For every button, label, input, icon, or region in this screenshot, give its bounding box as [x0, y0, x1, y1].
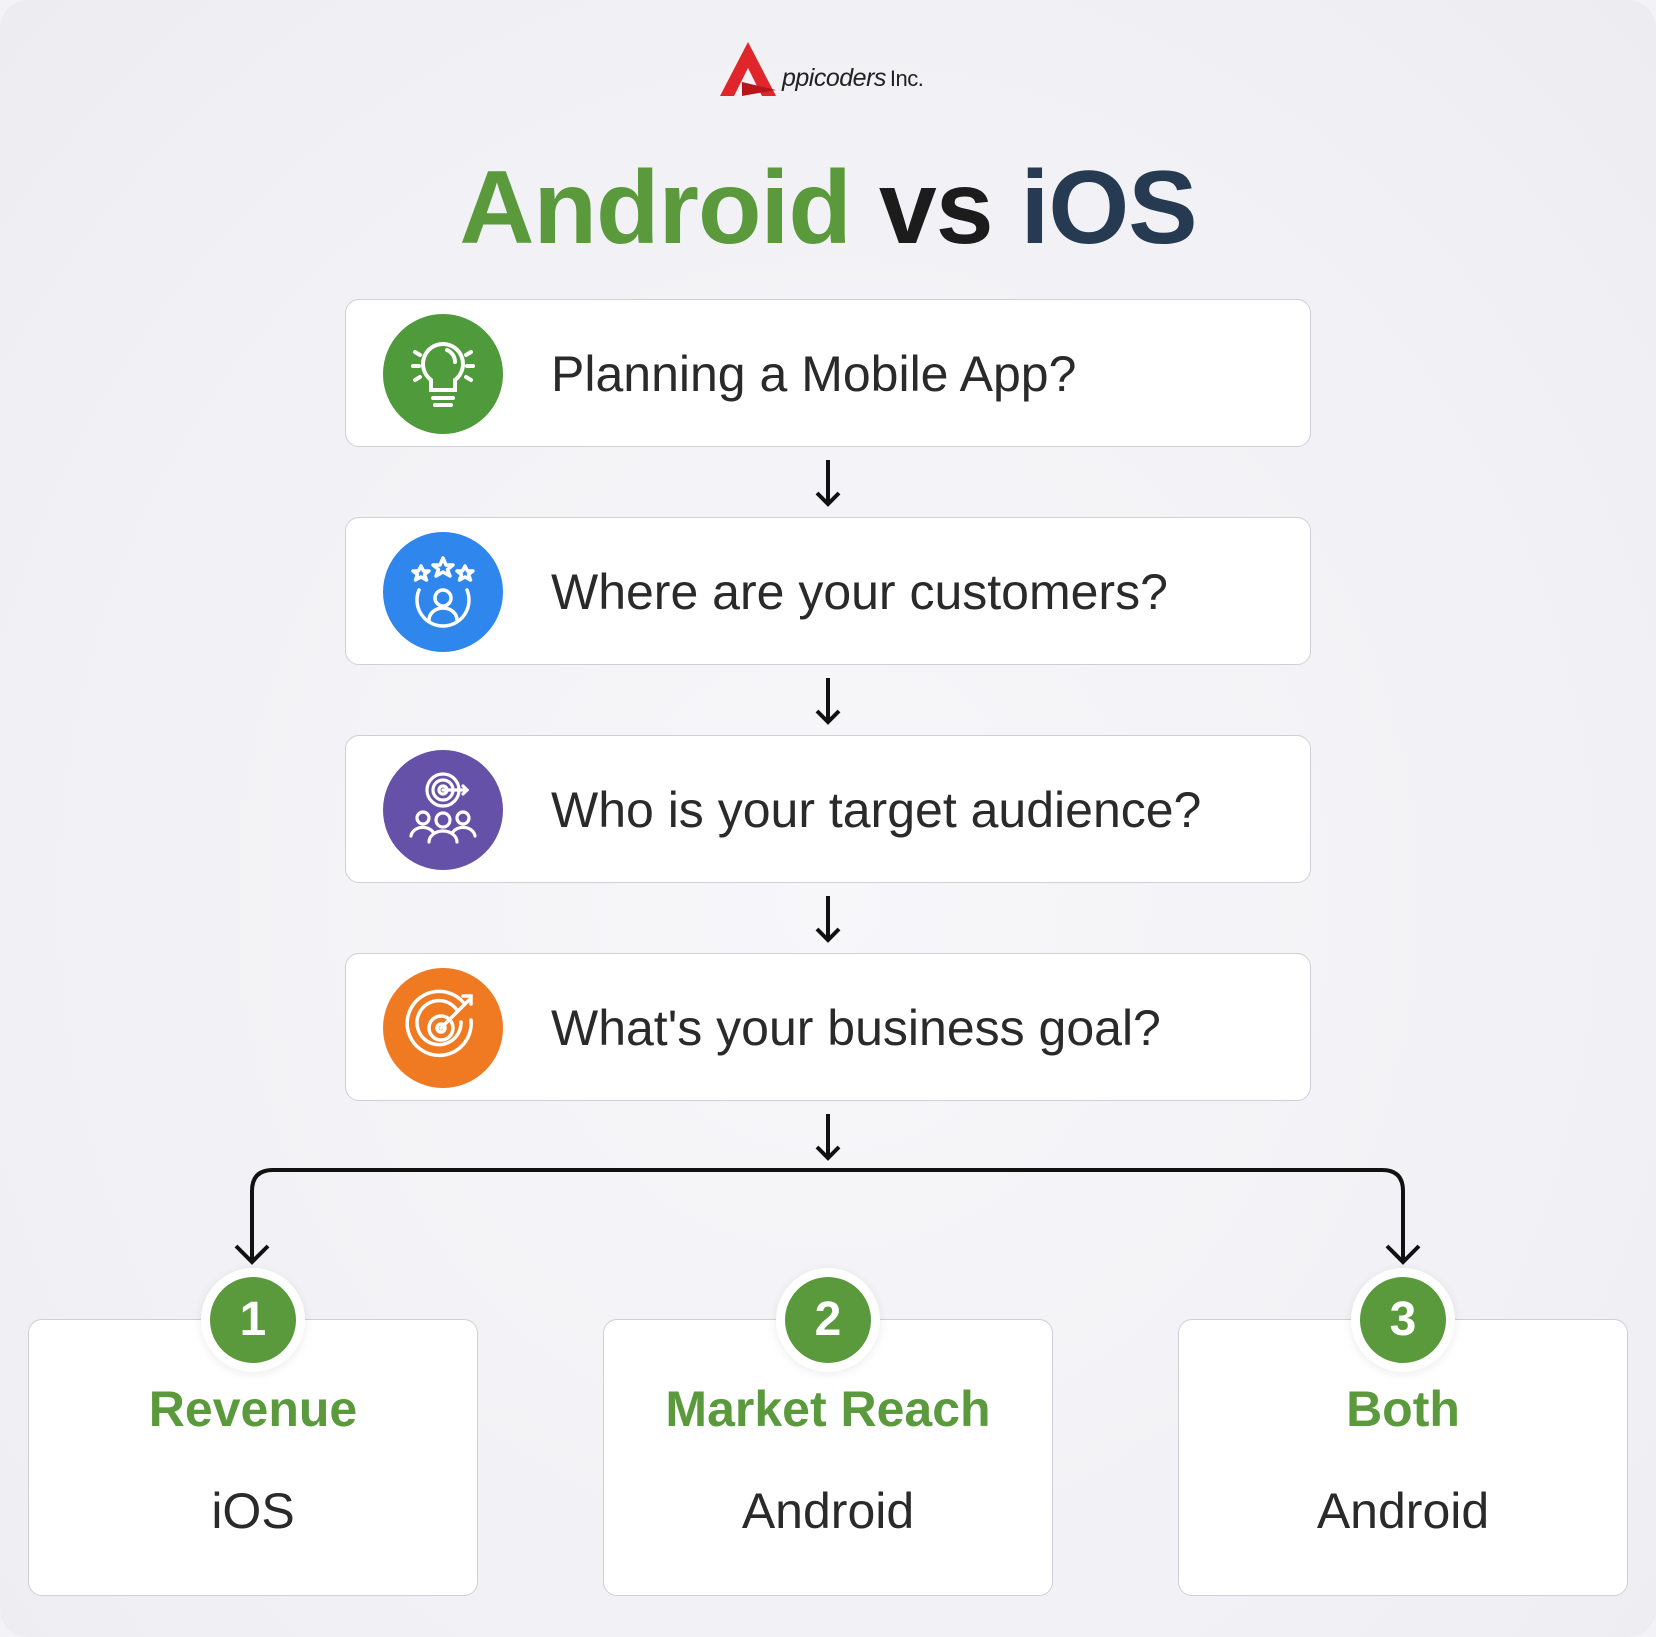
- step-goal: What's your business goal?: [345, 953, 1311, 1101]
- customer-rating-icon: [383, 532, 503, 652]
- outcome-heading: Revenue: [148, 1381, 358, 1437]
- outcome-answer: iOS: [211, 1483, 295, 1539]
- number-badge: 2: [776, 1268, 880, 1372]
- arrow-down-icon: [815, 896, 841, 943]
- goal-target-icon: [383, 968, 503, 1088]
- step-label: Planning a Mobile App?: [551, 346, 1077, 402]
- audience-target-icon: [383, 750, 503, 870]
- page-title: Android vs iOS: [0, 148, 1656, 268]
- outcome-card-market-reach: Market Reach Android: [603, 1319, 1053, 1596]
- step-audience: Who is your target audience?: [345, 735, 1311, 883]
- number-badge: 3: [1351, 1268, 1455, 1372]
- step-label: What's your business goal?: [551, 1000, 1161, 1056]
- step-planning: Planning a Mobile App?: [345, 299, 1311, 447]
- arrow-down-icon: [815, 678, 841, 725]
- badge-number: 3: [1360, 1277, 1446, 1363]
- arrow-down-icon: [815, 460, 841, 507]
- lightbulb-icon: [383, 314, 503, 434]
- title-ios: iOS: [1020, 150, 1197, 266]
- step-label: Who is your target audience?: [551, 782, 1202, 838]
- step-customers: Where are your customers?: [345, 517, 1311, 665]
- title-vs: vs: [878, 150, 994, 266]
- outcome-answer: Android: [741, 1483, 915, 1539]
- outcome-heading: Both: [1346, 1381, 1460, 1437]
- outcome-answer: Android: [1316, 1483, 1490, 1539]
- brand-name-text: ppicoders: [782, 64, 886, 92]
- number-badge: 1: [201, 1268, 305, 1372]
- logo-mark-icon: [720, 42, 776, 96]
- step-label: Where are your customers?: [551, 564, 1168, 620]
- outcome-heading: Market Reach: [665, 1381, 991, 1437]
- badge-number: 2: [785, 1277, 871, 1363]
- title-android: Android: [459, 150, 852, 266]
- brand-suffix: Inc.: [889, 66, 924, 91]
- badge-number: 1: [210, 1277, 296, 1363]
- arrow-down-icon: [815, 1114, 841, 1161]
